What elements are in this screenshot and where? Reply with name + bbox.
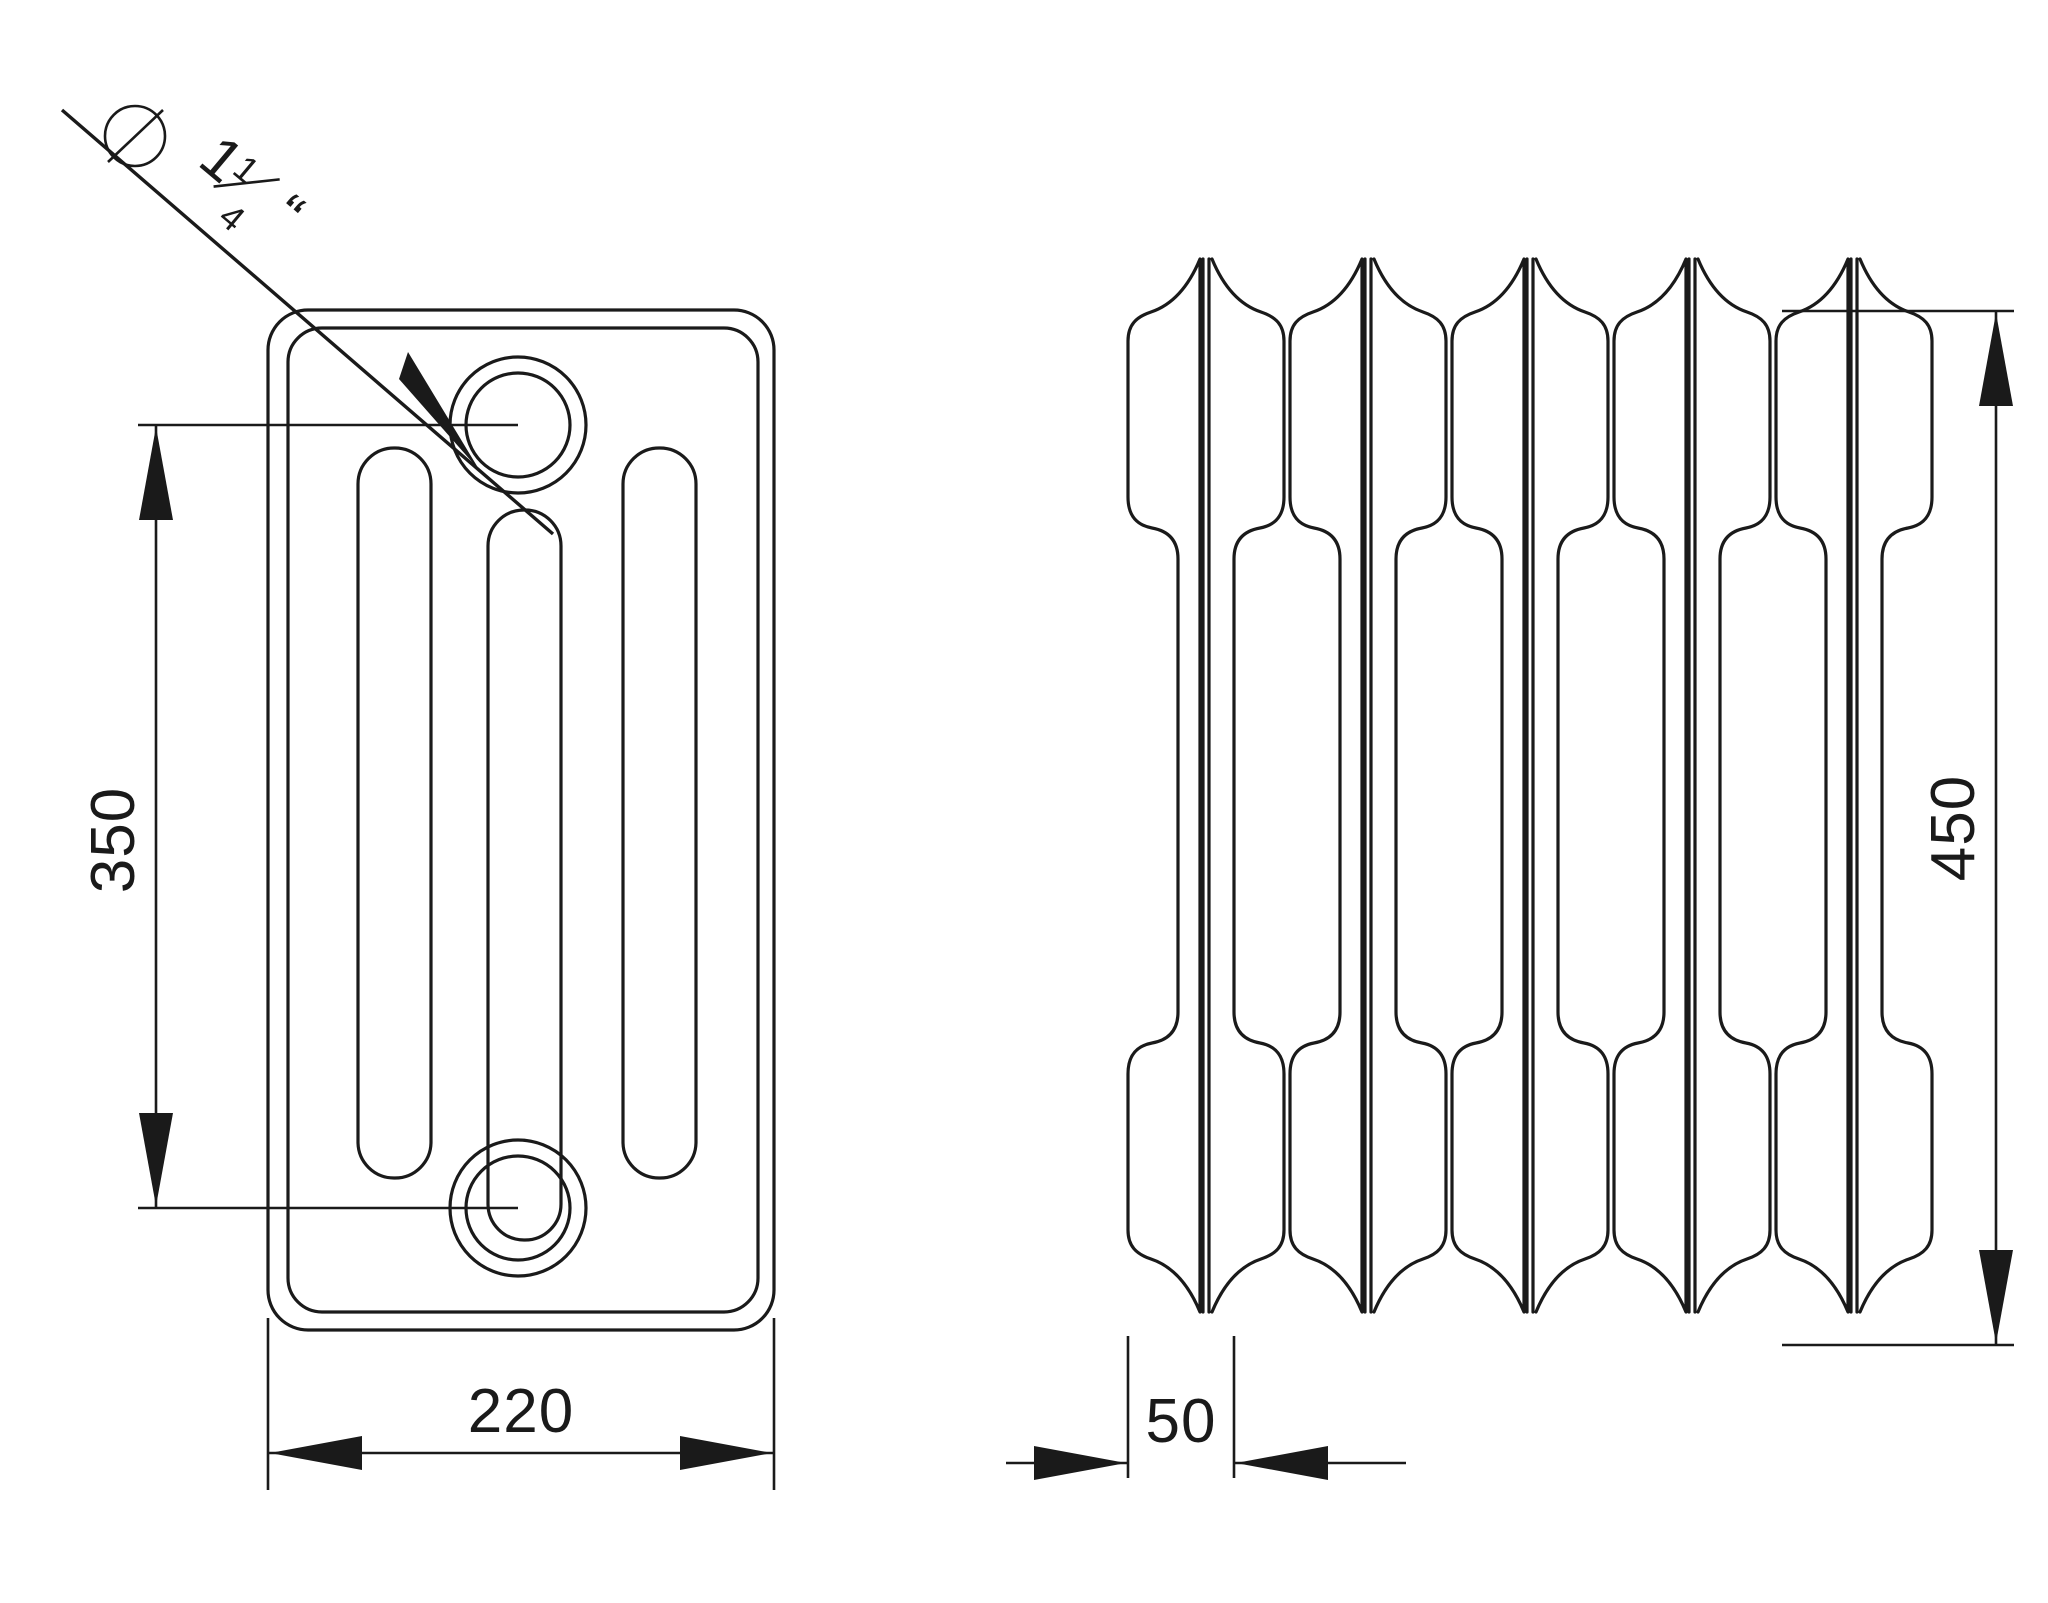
plan-slot-middle	[486, 508, 563, 1242]
dim50-arrow-left	[1034, 1446, 1126, 1480]
plan-slot-right	[621, 446, 698, 1180]
diameter-callout-text-group: 1 1 4 “	[188, 123, 317, 246]
dim450-arrow-top	[1979, 313, 2013, 406]
dimension-450: 450	[1782, 309, 2014, 1347]
dim220-arrow-right	[680, 1436, 772, 1470]
front-fin-3-profile	[1372, 257, 1448, 1314]
callout-fraction-denominator: 4	[211, 195, 253, 239]
front-fin-4-profile	[1534, 257, 1610, 1314]
leader-line	[60, 108, 555, 536]
front-fin-4-body	[1612, 257, 1688, 1314]
diameter-symbol-slash	[107, 109, 164, 163]
dim450-arrow-bottom	[1979, 1250, 2013, 1343]
front-view	[1126, 257, 1934, 1314]
dim220-arrow-left	[270, 1436, 362, 1470]
dim50-value: 50	[1146, 1387, 1217, 1456]
plan-inner-outline	[286, 326, 760, 1314]
front-fin-2-profile	[1210, 257, 1286, 1314]
plan-slot-left	[356, 446, 433, 1180]
dim350-arrow-bottom	[139, 1113, 173, 1206]
front-fin-2-body	[1288, 257, 1364, 1314]
dimension-50: 50	[1006, 1336, 1406, 1480]
plan-view	[266, 308, 776, 1332]
front-fin-1-body	[1126, 257, 1202, 1314]
dim450-value: 450	[1919, 775, 1988, 881]
dimension-350: 350	[79, 423, 518, 1210]
front-fin-3-body	[1450, 257, 1526, 1314]
diameter-symbol-circle	[103, 104, 167, 168]
dim350-value: 350	[79, 787, 148, 893]
dimension-220: 220	[266, 1318, 776, 1490]
front-right-end-cap	[1858, 257, 1934, 1314]
front-fin-6-body	[1774, 257, 1850, 1314]
dim220-value: 220	[468, 1377, 574, 1446]
fraction-slash	[213, 178, 280, 188]
diameter-callout-group	[60, 104, 555, 536]
callout-inch-mark: “	[258, 182, 316, 246]
leader-arrowhead	[399, 352, 480, 471]
dim350-arrow-top	[139, 427, 173, 520]
plan-outer-outline	[266, 308, 776, 1332]
dim50-arrow-right	[1236, 1446, 1328, 1480]
front-fin-5-profile	[1696, 257, 1772, 1314]
